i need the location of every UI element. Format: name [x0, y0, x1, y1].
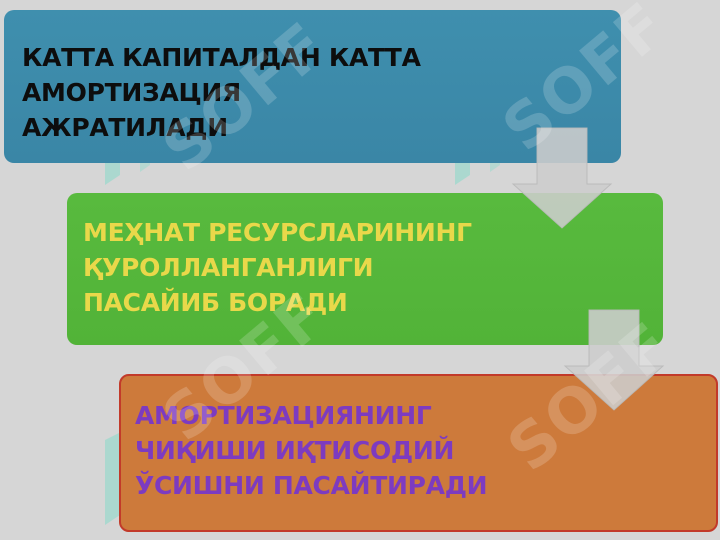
step-text-capital: КАТТА КАПИТАЛДАН КАТТА АМОРТИЗАЦИЯ АЖРАТ…: [22, 43, 421, 142]
step-text-amortization-growth: АМОРТИЗАЦИЯНИНГ ЧИҚИШИ ИҚТИСОДИЙ ЎСИШНИ …: [135, 401, 488, 500]
down-arrow-icon: [563, 309, 665, 411]
step-text-labor-resources: МЕҲНАТ РЕСУРСЛАРИНИНГ ҚУРОЛЛАНГАНЛИГИ ПА…: [83, 218, 472, 317]
step-box-capital: КАТТА КАПИТАЛДАН КАТТА АМОРТИЗАЦИЯ АЖРАТ…: [4, 10, 621, 163]
down-arrow-icon: [511, 127, 613, 229]
